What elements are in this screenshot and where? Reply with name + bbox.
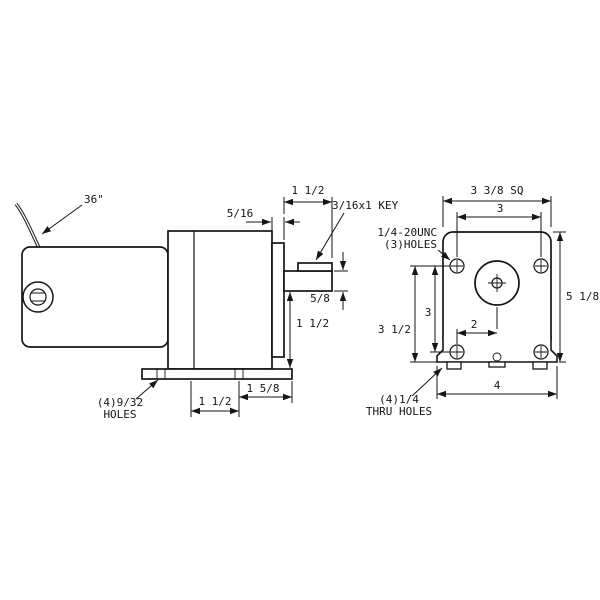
- dim-label: 1 1/2: [198, 395, 231, 408]
- leader-line: [411, 367, 443, 397]
- dim-label: 3: [497, 202, 504, 215]
- dim-half-span: 2: [456, 307, 498, 344]
- end-cap-inner-circle: [29, 288, 47, 306]
- extension-lines: [334, 270, 348, 292]
- leader-line: [437, 249, 451, 261]
- thru-label-line2: THRU HOLES: [366, 405, 432, 418]
- dim-label: 5 1/8: [566, 290, 599, 303]
- center-tab-hole: [492, 352, 502, 362]
- dim-shaft-height: 1 1/2: [286, 292, 329, 368]
- hole-circle: [533, 344, 549, 360]
- extension-lines: [271, 217, 285, 240]
- hole-centerlines: [535, 346, 547, 358]
- flange-hole-bottom-left: [449, 344, 465, 360]
- dim-base-width: 4: [436, 366, 558, 399]
- motor-end-cap: [22, 281, 54, 313]
- thru-holes-callout: (4)1/4 THRU HOLES: [366, 367, 443, 418]
- dim-label: 1 5/8: [246, 382, 279, 395]
- key-label: 3/16x1 KEY: [332, 199, 399, 212]
- leader-line: [41, 204, 83, 235]
- mounting-bracket: [436, 336, 558, 370]
- tapped-hole-top-right: [533, 258, 549, 274]
- thru-label-line1: (4)1/4: [379, 393, 419, 406]
- left-foot-pad: [446, 361, 462, 370]
- boss-circle: [474, 260, 520, 306]
- hole-centerlines: [451, 346, 463, 358]
- dim-label: 3 1/2: [378, 323, 411, 336]
- dim-label: 4: [494, 379, 501, 392]
- dim-flange-5-16: 5/16: [227, 207, 300, 240]
- dim-mid-height: 3 1/2: [378, 265, 450, 363]
- tapped-hole-top-left: [449, 258, 465, 274]
- end-cap-outer-circle: [22, 281, 54, 313]
- dim-label: 5/16: [227, 207, 254, 220]
- base-hole-lines: [156, 369, 244, 379]
- extension-lines: [283, 197, 333, 258]
- key-callout: 3/16x1 KEY: [315, 199, 399, 261]
- hole-circle: [533, 258, 549, 274]
- base-holes-callout: (4)9/32 HOLES: [97, 379, 159, 421]
- center-tab: [488, 361, 506, 368]
- boss-centerlines: [488, 274, 506, 292]
- dim-shaft-length: 1 1/2: [283, 184, 333, 258]
- flange-hole-bottom-right: [533, 344, 549, 360]
- tap-label-line2: (3)HOLES: [384, 238, 437, 251]
- leader-line: [315, 212, 345, 261]
- dim-base-1-5-8: 1 5/8: [238, 381, 293, 403]
- tap-label-line1: 1/4-20UNC: [377, 226, 437, 239]
- dim-label: 3 3/8 SQ: [471, 184, 524, 197]
- lead-length-callout: 36": [41, 193, 104, 235]
- dim-label: 1 1/2: [296, 317, 329, 330]
- motor-body: [21, 246, 169, 348]
- dim-shaft-diameter: 5/8: [310, 252, 348, 310]
- holes-label-line2: HOLES: [103, 408, 136, 421]
- output-flange: [271, 242, 285, 358]
- dim-label: 2: [471, 318, 478, 331]
- shaft-boss: [474, 260, 520, 306]
- dim-label: 3: [425, 306, 432, 319]
- shaft-key: [297, 262, 333, 272]
- hole-centerlines: [535, 260, 547, 272]
- leader-line: [135, 379, 159, 400]
- gearbox-housing: [167, 230, 273, 370]
- dim-hole-span: 3: [456, 202, 542, 257]
- dim-label: 5/8: [310, 292, 330, 305]
- dim-label: 1 1/2: [291, 184, 324, 197]
- hole-centerlines: [451, 260, 463, 272]
- right-foot-pad: [532, 361, 548, 370]
- dim-base-1-1-2: 1 1/2: [190, 381, 240, 417]
- mounting-base: [141, 368, 293, 380]
- side-view: 36" 5/16 1 1: [14, 184, 399, 421]
- power-lead-inner: [15, 203, 41, 251]
- base-plate: [141, 368, 293, 380]
- end-cap-slots: [31, 292, 45, 302]
- end-view: 3 3/8 SQ 3 1/4-20UNC (3)HOLES 5 1/8 3 1/…: [366, 184, 599, 418]
- dim-overall-height: 5 1/8: [553, 231, 599, 363]
- dim-hole-height: 3: [425, 266, 450, 353]
- tap-callout: 1/4-20UNC (3)HOLES: [377, 226, 451, 261]
- holes-label-line1: (4)9/32: [97, 396, 143, 409]
- dim-square: 3 3/8 SQ: [442, 184, 552, 227]
- lead-length-label: 36": [84, 193, 104, 206]
- output-shaft: [283, 270, 333, 292]
